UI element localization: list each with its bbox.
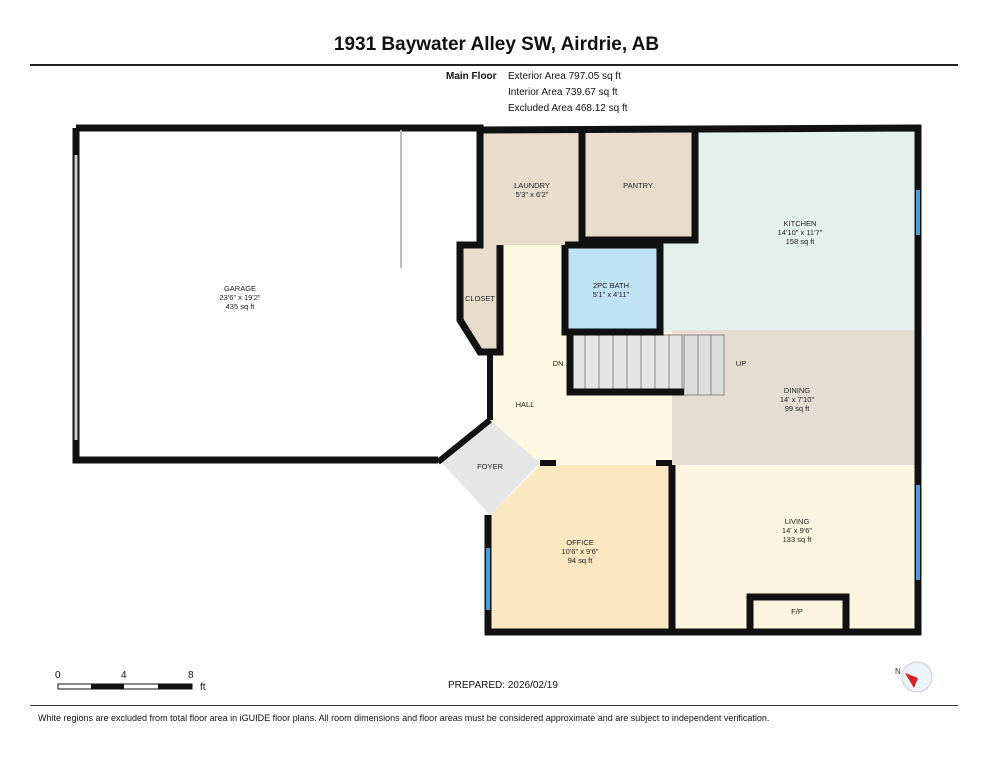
staircase (569, 334, 725, 396)
bath-label: 2PC BATH (593, 281, 629, 290)
laundry-dims: 5'3" x 6'2" (516, 190, 549, 199)
kitchen-dims: 14'10" x 11'7" (778, 228, 823, 237)
prepared-date: PREPARED: 2026/02/19 (448, 680, 558, 691)
room-foyer (442, 420, 540, 515)
room-office (488, 465, 672, 630)
windows (486, 190, 920, 610)
garage-dims: 23'6" x 19'2" (219, 293, 260, 302)
scale-tick-0: 0 (55, 670, 61, 681)
dining-label: DINING (784, 386, 810, 395)
compass-north-label: N (895, 667, 901, 676)
kitchen-fill (660, 240, 700, 332)
kitchen-label: KITCHEN (784, 219, 817, 228)
excluded-area: Excluded Area 468.12 sq ft (508, 103, 628, 114)
page-title: 1931 Baywater Alley SW, Airdrie, AB (333, 34, 660, 55)
scale-tick-8: 8 (188, 670, 194, 681)
garage-label: GARAGE (224, 284, 256, 293)
scale-unit: ft (200, 682, 206, 693)
room-kitchen (695, 130, 915, 330)
foyer-label: FOYER (477, 462, 503, 471)
disclaimer: White regions are excluded from total fl… (38, 713, 770, 723)
closet-label: CLOSET (465, 294, 495, 303)
walls (72, 124, 922, 636)
pantry-label: PANTRY (623, 181, 653, 190)
room-bath (565, 247, 658, 331)
exterior-area: Exterior Area 797.05 sq ft (508, 71, 621, 82)
bath-dims: 5'1" x 4'11" (593, 290, 630, 299)
room-living (672, 465, 915, 630)
garage-area: 435 sq ft (226, 302, 256, 311)
living-area: 133 sq ft (783, 535, 813, 544)
footer-divider (30, 705, 958, 706)
title-divider (30, 64, 958, 66)
dining-area: 99 sq ft (785, 404, 811, 413)
living-dims: 14' x 9'6" (782, 526, 812, 535)
room-pantry (582, 130, 695, 240)
office-area: 94 sq ft (568, 556, 594, 565)
office-dims: 10'6" x 9'6" (562, 547, 599, 556)
foyer-walls (436, 352, 672, 466)
hall-label: HALL (516, 400, 535, 409)
interior-area: Interior Area 739.67 sq ft (508, 87, 618, 98)
laundry-label: LAUNDRY (514, 181, 550, 190)
floor-label: Main Floor (446, 71, 497, 82)
room-garage (76, 128, 480, 460)
garage-steps (400, 130, 402, 268)
stairs-up-label: UP (736, 359, 746, 368)
fireplace-label: F/P (791, 607, 803, 616)
office-label: OFFICE (566, 538, 594, 547)
stairs-down-label: DN (553, 359, 564, 368)
room-closet (460, 245, 500, 352)
living-label: LIVING (785, 517, 810, 526)
dining-dims: 14' x 7'10" (780, 395, 815, 404)
room-laundry (482, 130, 582, 245)
compass-icon: N (895, 661, 933, 693)
kitchen-area: 158 sq ft (786, 237, 816, 246)
scale-tick-4: 4 (121, 670, 127, 681)
scale-bar (57, 683, 193, 690)
